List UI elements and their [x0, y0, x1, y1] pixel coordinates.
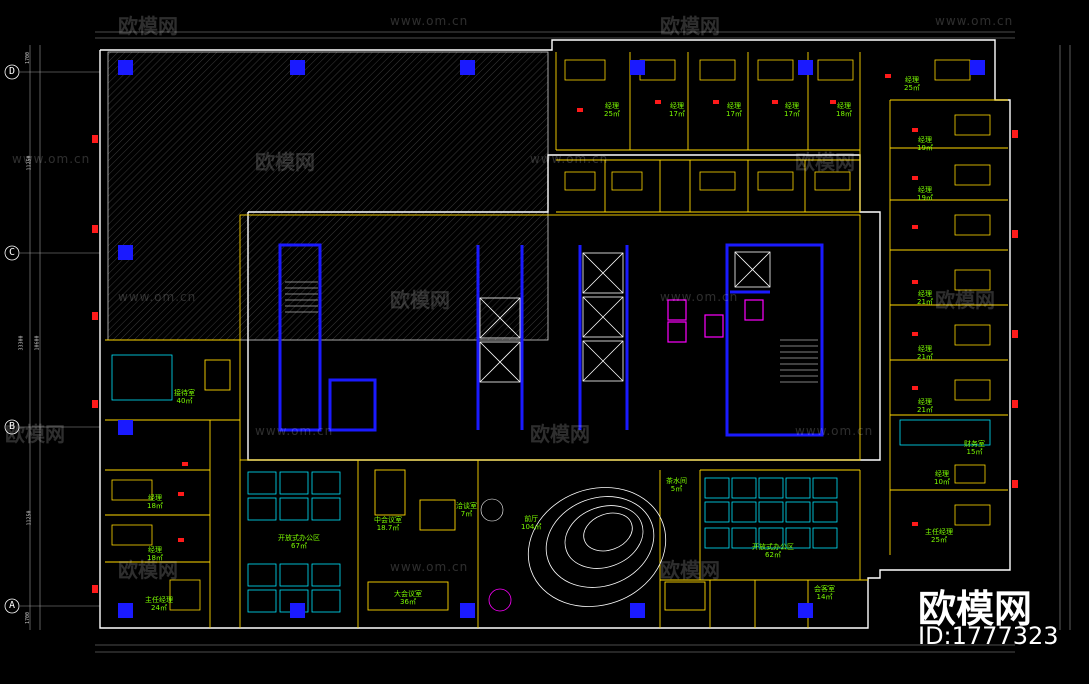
- watermark-brand: 欧模网: [660, 558, 720, 582]
- dim-left-5: 11250: [26, 510, 33, 526]
- manager-desks: [111, 59, 991, 611]
- decorative-plant: [480, 498, 504, 522]
- decorative-plant-2: [488, 588, 512, 612]
- watermark-brand: 欧模网: [5, 422, 65, 446]
- watermark-brand: 欧模网: [795, 150, 855, 174]
- grid-label-b: B: [9, 421, 16, 432]
- watermark-id: ID:1777323: [918, 622, 1059, 650]
- elevator-shafts: [479, 251, 771, 383]
- grid-label-c: C: [9, 247, 16, 258]
- dim-left-1: 1700: [25, 51, 32, 65]
- watermark-url: www.om.cn: [12, 152, 91, 166]
- conference-tables: [204, 359, 706, 611]
- watermark-url: www.om.cn: [795, 424, 874, 438]
- dim-left-3: 10600: [34, 335, 41, 351]
- stairwells: [285, 281, 818, 383]
- dimension-lines: [20, 31, 1071, 653]
- reception-oval: [527, 487, 667, 607]
- grid-label-a: A: [9, 600, 16, 611]
- core-walls-blue: [278, 243, 824, 437]
- partition-walls-yellow: [105, 52, 1008, 628]
- grid-axis-markers: [4, 64, 20, 614]
- red-markers: [92, 74, 1018, 593]
- open-office-workstations: [111, 354, 991, 613]
- watermark-brand: 欧模网: [660, 14, 720, 38]
- watermark-url: www.om.cn: [530, 152, 609, 166]
- grid-label-d: D: [9, 66, 16, 77]
- hatched-plaza: [107, 51, 549, 341]
- watermark-logo: 欧模网: [918, 587, 1033, 631]
- watermark-brand: 欧模网: [530, 422, 590, 446]
- watermark-url: www.om.cn: [390, 560, 469, 574]
- watermark-url: www.om.cn: [935, 14, 1014, 28]
- watermark-brand: 欧模网: [935, 288, 995, 312]
- watermark-brand: 欧模网: [255, 150, 315, 174]
- structural-columns: [118, 60, 985, 618]
- watermark-url: www.om.cn: [118, 290, 197, 304]
- dim-left-4: 33300: [18, 335, 25, 351]
- watermark-url: www.om.cn: [390, 14, 469, 28]
- watermark-brand: 欧模网: [118, 14, 178, 38]
- watermark-brand: 欧模网: [118, 558, 178, 582]
- watermark-url: www.om.cn: [660, 290, 739, 304]
- watermark-url: www.om.cn: [255, 424, 334, 438]
- watermark-brand: 欧模网: [390, 288, 450, 312]
- dim-left-6: 1700: [25, 611, 32, 625]
- toilet-partitions: [667, 299, 764, 343]
